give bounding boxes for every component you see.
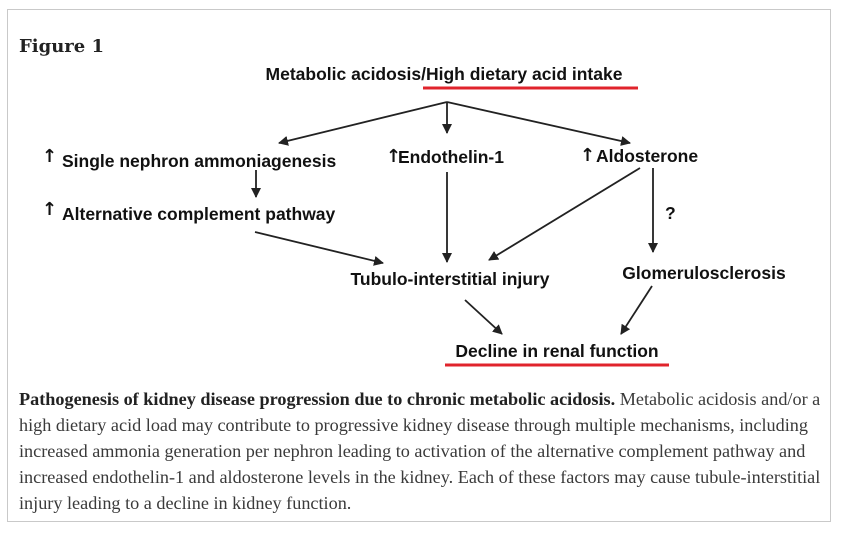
figure-container (7, 9, 831, 522)
arrow-complement-to-tubulo (254, 231, 384, 266)
arrow-tubulo-to-decline (464, 299, 503, 335)
up-arrow-icon: ↑ (386, 146, 401, 167)
uncertain-marker: ? (665, 203, 676, 223)
up-arrow-icon: ↑ (42, 199, 57, 220)
node-complement: Alternative complement pathway (62, 204, 336, 224)
node-endothelin: Endothelin-1 (398, 147, 504, 167)
arrow-glomerulo-to-decline (620, 285, 653, 335)
figure-caption: Pathogenesis of kidney disease progressi… (19, 386, 824, 516)
arrow-aldosterone-to-tubulo (488, 167, 641, 261)
node-decline-renal-function: Decline in renal function (455, 341, 658, 361)
node-aldosterone: Aldosterone (596, 146, 698, 166)
figure-label: Figure 1 (19, 36, 105, 57)
caption-body: Metabolic acidosis and/or a high dietary… (19, 389, 821, 513)
arrow-top-to-aldosterone (446, 101, 631, 146)
node-ammoniagenesis: Single nephron ammoniagenesis (62, 151, 336, 171)
caption-title: Pathogenesis of kidney disease progressi… (19, 389, 616, 409)
node-tubulo-interstitial-injury: Tubulo-interstitial injury (351, 269, 550, 289)
up-arrow-icon: ↑ (42, 146, 57, 167)
node-glomerulosclerosis: Glomerulosclerosis (622, 263, 786, 283)
arrow-top-to-ammoniagenesis (278, 101, 448, 146)
up-arrow-icon: ↑ (580, 145, 595, 166)
pathogenesis-diagram: Metabolic acidosis/High dietary acid int… (42, 64, 786, 367)
node-metabolic-acidosis: Metabolic acidosis/High dietary acid int… (266, 64, 623, 84)
